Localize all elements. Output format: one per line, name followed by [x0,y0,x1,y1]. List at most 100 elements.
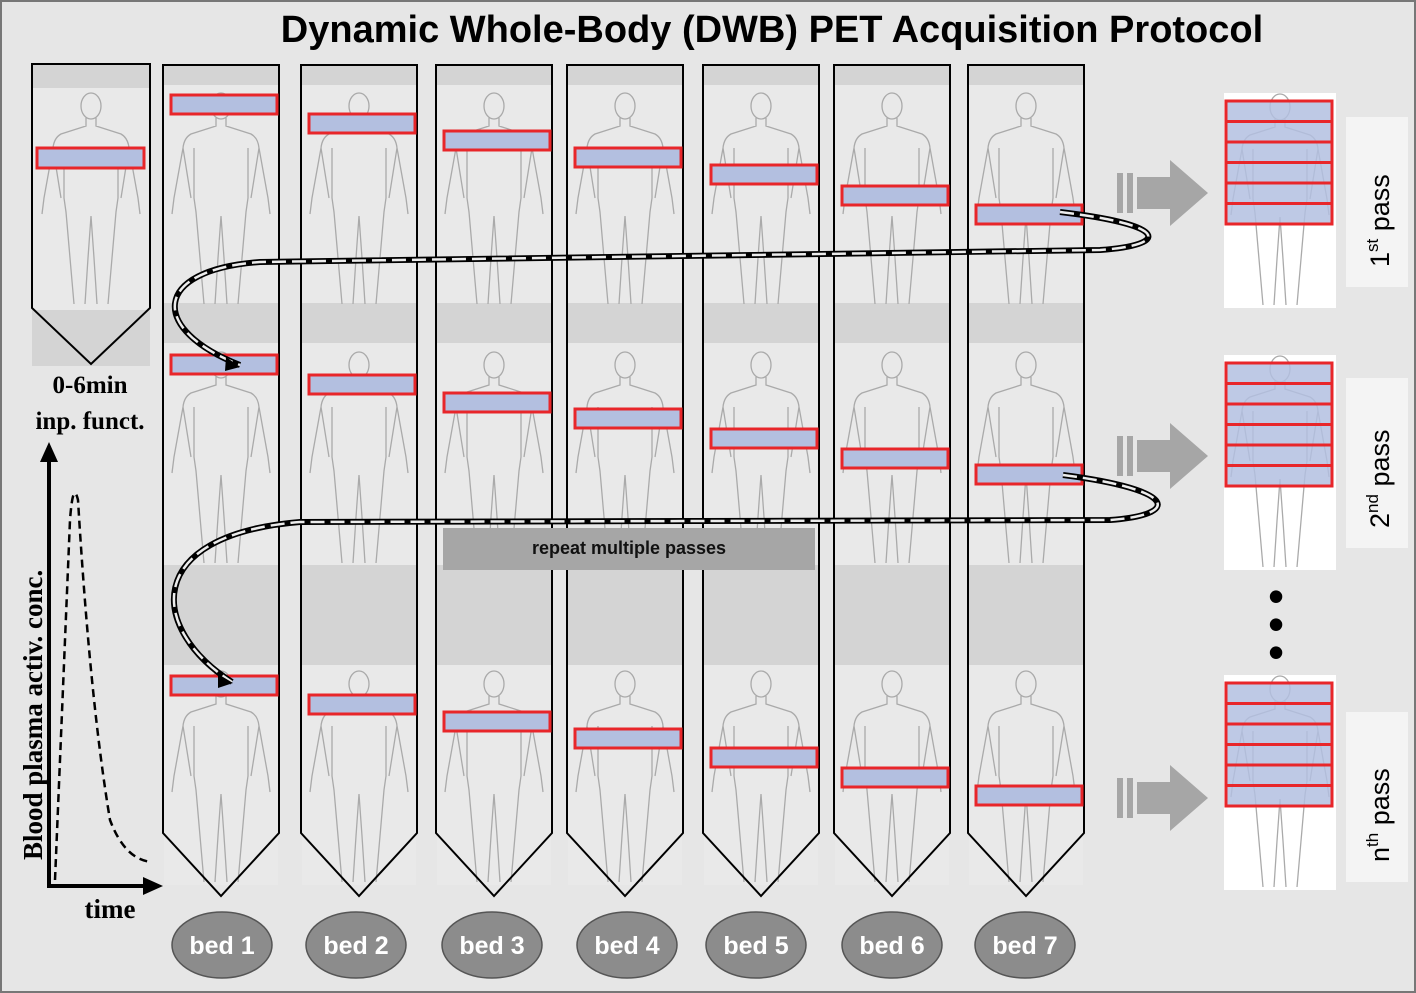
bed-scan-box [573,146,683,169]
pass-arrow-icon [1117,173,1123,213]
bed-scan-box [840,447,950,470]
pass-scan-box [1224,361,1334,385]
pass-scan-box [1224,784,1334,808]
bed-ovals: bed 1 bed 2 bed 3 bed 4 bed 5 bed 6 bed 7 [171,911,1076,979]
bed-panel-frame [566,64,684,898]
passes: 1st pass 2nd pass nth pass [1117,93,1408,890]
bed-panel [566,64,684,898]
bed-scan-box [709,427,819,450]
bed-oval: bed 1 [171,911,273,979]
ellipsis-dot: • [1268,570,1284,622]
pass-label: 2nd pass [1363,430,1395,529]
pass-scan-box [1224,443,1334,467]
bed-scan-box [573,727,683,750]
pass-scan-box [1224,743,1334,767]
bed-panel-frame [702,64,820,898]
bed-scan-box [307,693,417,716]
bed-oval: bed 6 [841,911,943,979]
plasma-curve [53,492,153,881]
pass-group: nth pass [1117,675,1408,890]
pass-scan-box [1224,161,1334,185]
input-function-plot [40,442,163,895]
bed-panel [702,64,820,898]
y-axis-arrow-icon [40,442,58,462]
bed-label: bed 7 [992,932,1057,960]
pass-scan-box [1224,382,1334,406]
bed-panel-frame [833,64,951,898]
bed-scan-box [840,766,950,789]
bed-label: bed 3 [459,932,524,960]
pass-label: nth pass [1363,768,1395,862]
ellipsis-dot: • [1268,626,1284,678]
bed-scan-box [709,746,819,769]
pass-arrow-icon [1117,778,1123,818]
bed-label: bed 4 [594,932,659,960]
pass-scan-box [1224,202,1334,226]
bed-panel-frame [162,64,280,898]
bed-panel [435,64,553,898]
pass-path [171,209,1161,688]
bed-panel [833,64,951,898]
input-function-panel [31,63,151,366]
pass-label-box [1346,712,1408,882]
x-axis-arrow-icon [143,877,163,895]
repeat-banner-label: repeat multiple passes [532,538,726,558]
bed-oval: bed 4 [576,911,678,979]
pass-label-box [1346,117,1408,287]
pass-scan-box [1224,402,1334,426]
pass-scan-box [1224,181,1334,205]
bed-scan-box [307,112,417,135]
bed-panel-frame [435,64,553,898]
input-function-scan-box [35,146,146,170]
input-function-time-label: 0-6min [53,372,128,399]
pass-scan-box [1224,99,1334,123]
bed-oval: bed 5 [705,911,807,979]
pass-label-box [1346,378,1408,548]
bed-panel-frame [300,64,418,898]
pass-scan-box [1224,140,1334,164]
bed-oval: bed 2 [305,911,407,979]
bed-scan-box [974,784,1084,807]
bed-scan-box [169,93,279,116]
pass-path-arrow-icon [225,357,240,371]
input-function-frame [31,63,151,366]
pass-scan-box [1224,722,1334,746]
bed-scan-box [573,407,683,430]
pass-path-arrow-icon [218,674,233,688]
y-axis-label: Blood plasma activ. conc. [18,570,48,860]
pass-arrow-icon [1117,436,1123,476]
pass-scan-box [1224,464,1334,488]
bed-oval: bed 3 [441,911,543,979]
input-function-label: inp. funct. [35,408,144,435]
pass-scan-box [1224,120,1334,144]
bed-scan-box [709,163,819,186]
repeat-banner [443,528,815,570]
bed-scan-box [307,373,417,396]
bed-scan-box [840,184,950,207]
bed-label: bed 1 [189,932,254,960]
bed-scan-box [442,710,552,733]
bed-scan-box [974,463,1084,486]
bed-label: bed 6 [859,932,924,960]
bed-scan-box [442,391,552,414]
bed-panel-frame [967,64,1085,898]
bed-panel [300,64,418,898]
diagram-title: Dynamic Whole-Body (DWB) PET Acquisition… [281,9,1263,51]
bed-panels [162,64,1085,898]
bed-label: bed 2 [323,932,388,960]
pass-group: 1st pass [1117,93,1408,308]
bed-panel [162,64,280,898]
bed-label: bed 5 [723,932,788,960]
pass-scan-box [1224,763,1334,787]
x-axis-label: time [85,894,136,924]
pass-scan-box [1224,423,1334,447]
pass-group: 2nd pass [1117,355,1408,570]
bed-panel [967,64,1085,898]
pass-scan-box [1224,681,1334,705]
ellipsis-dot: • [1268,598,1284,650]
pass-scan-box [1224,702,1334,726]
pass-label: 1st pass [1363,174,1395,267]
bed-scan-box [442,129,552,152]
